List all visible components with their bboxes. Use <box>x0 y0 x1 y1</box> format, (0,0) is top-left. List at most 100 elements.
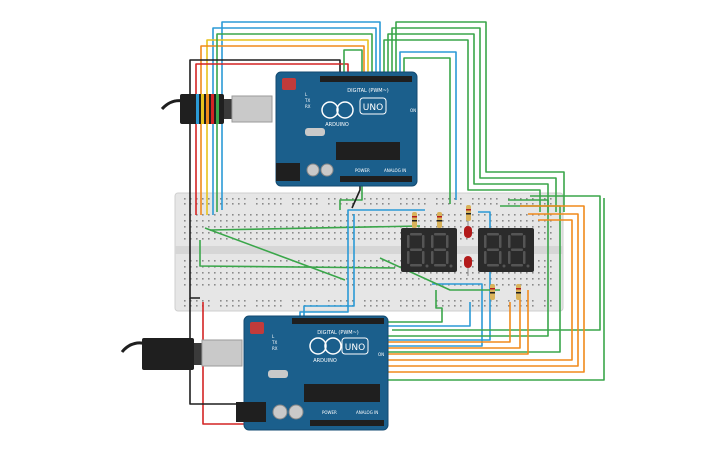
breadboard-hole[interactable] <box>418 305 420 307</box>
breadboard-hole[interactable] <box>370 232 372 234</box>
breadboard-hole[interactable] <box>280 238 282 240</box>
breadboard-hole[interactable] <box>520 284 522 286</box>
breadboard-hole[interactable] <box>238 238 240 240</box>
breadboard-hole[interactable] <box>526 226 528 228</box>
breadboard-hole[interactable] <box>526 284 528 286</box>
breadboard-hole[interactable] <box>244 305 246 307</box>
breadboard-hole[interactable] <box>424 305 426 307</box>
breadboard-hole[interactable] <box>304 300 306 302</box>
breadboard-hole[interactable] <box>346 284 348 286</box>
breadboard-hole[interactable] <box>352 272 354 274</box>
breadboard-hole[interactable] <box>478 214 480 216</box>
breadboard-hole[interactable] <box>220 238 222 240</box>
breadboard-hole[interactable] <box>520 220 522 222</box>
breadboard-hole[interactable] <box>418 214 420 216</box>
breadboard-hole[interactable] <box>460 232 462 234</box>
breadboard-hole[interactable] <box>418 198 420 200</box>
breadboard-hole[interactable] <box>262 232 264 234</box>
breadboard-hole[interactable] <box>394 272 396 274</box>
breadboard-hole[interactable] <box>244 198 246 200</box>
breadboard-hole[interactable] <box>202 198 204 200</box>
breadboard-hole[interactable] <box>196 238 198 240</box>
breadboard-hole[interactable] <box>220 198 222 200</box>
breadboard-hole[interactable] <box>208 203 210 205</box>
breadboard-hole[interactable] <box>544 284 546 286</box>
breadboard-hole[interactable] <box>232 203 234 205</box>
breadboard-hole[interactable] <box>220 278 222 280</box>
breadboard-hole[interactable] <box>250 284 252 286</box>
breadboard-hole[interactable] <box>514 272 516 274</box>
breadboard-hole[interactable] <box>250 226 252 228</box>
breadboard-hole[interactable] <box>364 266 366 268</box>
breadboard-hole[interactable] <box>364 260 366 262</box>
breadboard-hole[interactable] <box>346 214 348 216</box>
breadboard-hole[interactable] <box>280 278 282 280</box>
breadboard-hole[interactable] <box>280 220 282 222</box>
breadboard-hole[interactable] <box>448 272 450 274</box>
breadboard-hole[interactable] <box>538 272 540 274</box>
breadboard-hole[interactable] <box>286 284 288 286</box>
breadboard-hole[interactable] <box>232 284 234 286</box>
breadboard-hole[interactable] <box>448 203 450 205</box>
breadboard-hole[interactable] <box>544 278 546 280</box>
breadboard-hole[interactable] <box>256 284 258 286</box>
breadboard-hole[interactable] <box>196 284 198 286</box>
breadboard-hole[interactable] <box>196 226 198 228</box>
breadboard-hole[interactable] <box>532 272 534 274</box>
breadboard-hole[interactable] <box>304 272 306 274</box>
breadboard-hole[interactable] <box>334 226 336 228</box>
breadboard-hole[interactable] <box>472 300 474 302</box>
breadboard-hole[interactable] <box>202 300 204 302</box>
breadboard-hole[interactable] <box>502 278 504 280</box>
breadboard-hole[interactable] <box>532 226 534 228</box>
breadboard-hole[interactable] <box>424 272 426 274</box>
breadboard-hole[interactable] <box>316 198 318 200</box>
breadboard-hole[interactable] <box>430 220 432 222</box>
breadboard-hole[interactable] <box>382 198 384 200</box>
breadboard-hole[interactable] <box>532 198 534 200</box>
breadboard-hole[interactable] <box>286 238 288 240</box>
breadboard-hole[interactable] <box>244 232 246 234</box>
breadboard-hole[interactable] <box>376 300 378 302</box>
breadboard-hole[interactable] <box>358 238 360 240</box>
breadboard-hole[interactable] <box>550 272 552 274</box>
breadboard-hole[interactable] <box>454 278 456 280</box>
breadboard-hole[interactable] <box>514 220 516 222</box>
breadboard-hole[interactable] <box>484 284 486 286</box>
breadboard-hole[interactable] <box>370 238 372 240</box>
breadboard-hole[interactable] <box>244 226 246 228</box>
breadboard-hole[interactable] <box>238 203 240 205</box>
breadboard-hole[interactable] <box>430 214 432 216</box>
breadboard-hole[interactable] <box>232 198 234 200</box>
breadboard-hole[interactable] <box>184 203 186 205</box>
breadboard-hole[interactable] <box>286 260 288 262</box>
breadboard-hole[interactable] <box>358 284 360 286</box>
breadboard-hole[interactable] <box>220 232 222 234</box>
breadboard-hole[interactable] <box>496 300 498 302</box>
breadboard-hole[interactable] <box>514 203 516 205</box>
breadboard-hole[interactable] <box>364 214 366 216</box>
breadboard-hole[interactable] <box>328 214 330 216</box>
breadboard-hole[interactable] <box>298 278 300 280</box>
breadboard-hole[interactable] <box>514 284 516 286</box>
breadboard-hole[interactable] <box>508 278 510 280</box>
breadboard-hole[interactable] <box>376 260 378 262</box>
breadboard-hole[interactable] <box>388 220 390 222</box>
breadboard-hole[interactable] <box>496 284 498 286</box>
breadboard-hole[interactable] <box>280 272 282 274</box>
breadboard-hole[interactable] <box>274 284 276 286</box>
breadboard-hole[interactable] <box>280 260 282 262</box>
breadboard-hole[interactable] <box>382 278 384 280</box>
breadboard-hole[interactable] <box>520 226 522 228</box>
breadboard-hole[interactable] <box>310 214 312 216</box>
breadboard-hole[interactable] <box>268 305 270 307</box>
breadboard-hole[interactable] <box>334 260 336 262</box>
arduino-uno-bottom[interactable]: DIGITAL (PWM~) UNO ARDUINO TX RX L ON PO… <box>236 315 389 431</box>
breadboard-hole[interactable] <box>208 278 210 280</box>
breadboard-hole[interactable] <box>448 220 450 222</box>
breadboard-hole[interactable] <box>382 238 384 240</box>
breadboard-hole[interactable] <box>292 284 294 286</box>
breadboard-hole[interactable] <box>310 198 312 200</box>
breadboard-hole[interactable] <box>292 220 294 222</box>
breadboard-hole[interactable] <box>472 226 474 228</box>
